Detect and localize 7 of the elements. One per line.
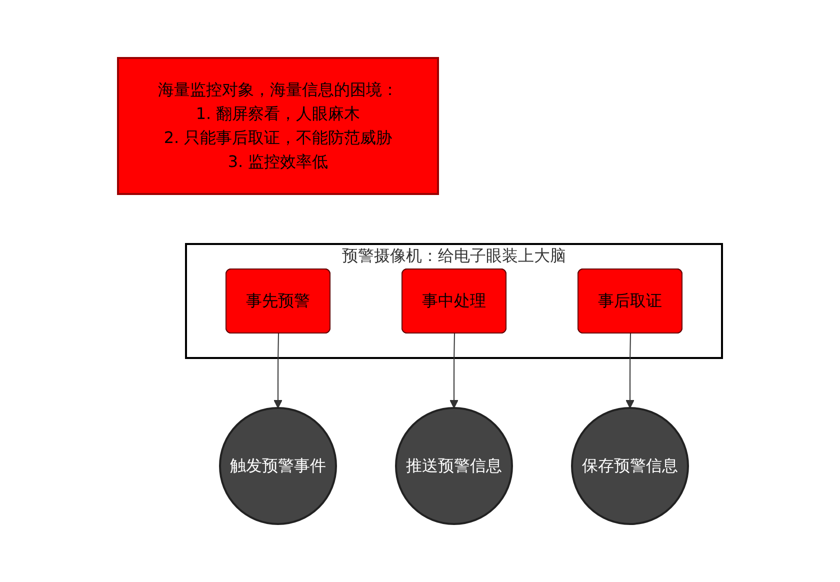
arrow (626, 333, 634, 408)
node-circle: 推送预警信息 (395, 407, 513, 525)
arrow (450, 333, 458, 408)
node-circle: 触发预警事件 (219, 407, 337, 525)
arrow (274, 333, 282, 408)
node-box: 海量监控对象，海量信息的困境： 1. 翻屏察看，人眼麻木 2. 只能事后取证，不能防范威胁 3. 监控效率低 (117, 57, 439, 195)
node-circle: 保存预警信息 (571, 407, 689, 525)
